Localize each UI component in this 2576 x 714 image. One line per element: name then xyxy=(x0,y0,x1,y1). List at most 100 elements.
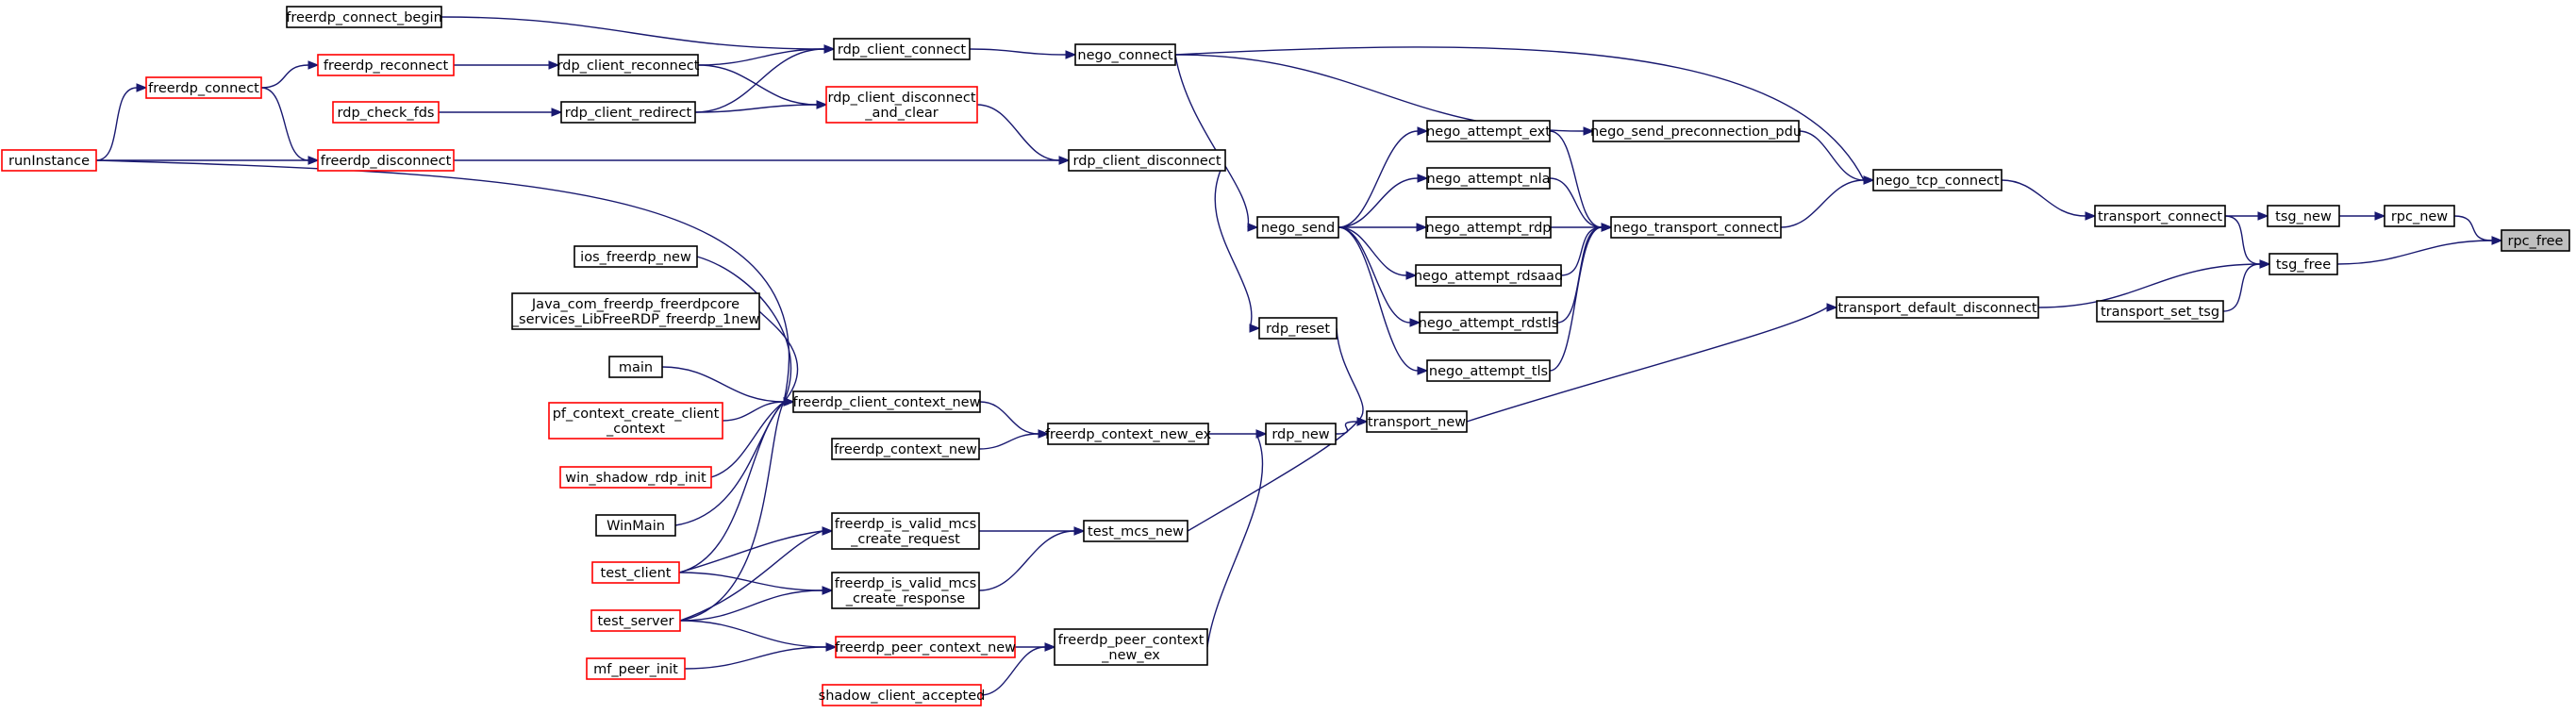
function-node-rdp-client-disconnect-and-clear[interactable]: rdp_client_disconnect_and_clear xyxy=(825,86,978,124)
function-node-nego-attempt-rdsaad[interactable]: nego_attempt_rdsaad xyxy=(1414,264,1563,287)
node-box xyxy=(557,54,699,76)
node-box xyxy=(145,76,262,99)
function-node-pf-context-create-client-context[interactable]: pf_context_create_client_context xyxy=(548,402,723,440)
edge-line xyxy=(969,48,1067,56)
function-node-nego-attempt-rdp[interactable]: nego_attempt_rdp xyxy=(1425,216,1552,239)
edge-line xyxy=(1549,177,1603,228)
node-label: nego_tcp_connect xyxy=(1875,174,2000,189)
edge-line xyxy=(2453,215,2493,241)
node-box xyxy=(1415,264,1562,287)
node-label: nego_attempt_rdsaad xyxy=(1414,269,1563,284)
edge-line xyxy=(980,646,1046,696)
node-label: nego_send xyxy=(1261,221,1335,236)
edge-line xyxy=(1780,179,1865,228)
node-label: nego_attempt_nla xyxy=(1427,172,1551,187)
call-edge-freerdp_connect-to-freerdp_disconnect xyxy=(260,87,320,165)
function-node-nego-send[interactable]: nego_send xyxy=(1256,216,1339,239)
node-label: main xyxy=(619,360,653,375)
function-node-transport-connect[interactable]: transport_connect xyxy=(2094,205,2226,227)
call-edge-nego_send-to-nego_attempt_tls xyxy=(1338,226,1429,375)
node-box xyxy=(822,684,982,706)
function-node-freerdp-connect[interactable]: freerdp_connect xyxy=(145,76,262,99)
function-node-freerdp-is-valid-mcs-create-request[interactable]: freerdp_is_valid_mcs_create_request xyxy=(831,512,980,550)
node-label: shadow_client_accepted xyxy=(819,689,986,704)
function-node-freerdp-context-new-ex[interactable]: freerdp_context_new_ex xyxy=(1045,423,1212,445)
node-box xyxy=(559,466,712,489)
function-node-tsg-free[interactable]: tsg_free xyxy=(2269,253,2338,275)
node-label: nego_attempt_ext xyxy=(1426,125,1551,140)
function-node-main[interactable]: main xyxy=(608,356,663,378)
edge-arrowhead xyxy=(1416,223,1428,232)
function-node-freerdp-is-valid-mcs-create-response[interactable]: freerdp_is_valid_mcs_create_response xyxy=(831,572,980,609)
edge-line xyxy=(1174,54,1250,228)
function-node-transport-set-tsg[interactable]: transport_set_tsg xyxy=(2096,300,2224,323)
node-label: transport_new xyxy=(1368,415,1466,430)
call-edge-runInstance-to-freerdp_client_context_new xyxy=(95,159,795,407)
node-label: rpc_new xyxy=(2391,209,2448,224)
function-node-rdp-check-fds[interactable]: rdp_check_fds xyxy=(332,101,440,124)
edge-arrowhead xyxy=(307,60,320,70)
edge-line xyxy=(2224,215,2261,265)
function-node-runinstance[interactable]: runInstance xyxy=(1,149,97,172)
call-edge-runInstance-to-freerdp_connect xyxy=(95,83,148,161)
function-node-test-server[interactable]: test_server xyxy=(590,609,681,632)
node-label: runInstance xyxy=(8,154,90,169)
function-node-rpc-free[interactable]: rpc_free xyxy=(2501,229,2570,252)
call-edge-rdp_reset-to-transport_new xyxy=(1336,327,1369,426)
function-node-nego-transport-connect[interactable]: nego_transport_connect xyxy=(1610,216,1782,239)
call-edge-freerdp_disconnect-to-rdp_client_disconnect xyxy=(454,156,1071,165)
function-node-freerdp-reconnect[interactable]: freerdp_reconnect xyxy=(317,54,455,76)
function-node-rdp-client-reconnect[interactable]: rdp_client_reconnect xyxy=(557,54,700,76)
edge-arrowhead xyxy=(551,108,563,117)
node-label: _create_request xyxy=(850,532,960,547)
call-edge-main-to-freerdp_client_context_new xyxy=(661,366,795,407)
function-node-nego-attempt-nla[interactable]: nego_attempt_nla xyxy=(1426,167,1551,190)
node-box xyxy=(1426,359,1551,382)
node-label: _and_clear xyxy=(864,106,939,121)
function-node-java-freerdp-new[interactable]: Java_com_freerdp_freerdpcore_services_Li… xyxy=(511,292,760,330)
function-node-freerdp-peer-context-new-ex[interactable]: freerdp_peer_context_new_ex xyxy=(1054,628,1208,666)
function-node-mf-peer-init[interactable]: mf_peer_init xyxy=(586,657,686,680)
function-node-rdp-reset[interactable]: rdp_reset xyxy=(1258,317,1338,340)
function-node-win-shadow-rdp-init[interactable]: win_shadow_rdp_init xyxy=(559,466,712,489)
function-node-freerdp-context-new[interactable]: freerdp_context_new xyxy=(831,438,980,460)
function-node-freerdp-client-context-new[interactable]: freerdp_client_context_new xyxy=(792,390,981,413)
function-node-nego-send-preconnection-pdu[interactable]: nego_send_preconnection_pdu xyxy=(1590,120,1802,142)
function-node-rdp-client-redirect[interactable]: rdp_client_redirect xyxy=(560,101,696,124)
call-edge-nego_transport_connect-to-nego_tcp_connect xyxy=(1780,175,1875,228)
node-label: _services_LibFreeRDP_freerdp_1new xyxy=(511,312,760,327)
edge-line xyxy=(679,530,823,622)
function-node-rdp-new[interactable]: rdp_new xyxy=(1265,423,1337,445)
function-node-freerdp-disconnect[interactable]: freerdp_disconnect xyxy=(317,149,455,172)
call-edge-nego_connect-to-nego_tcp_connect xyxy=(1174,46,1875,185)
edge-line xyxy=(1174,46,1865,181)
function-node-nego-attempt-rdstls[interactable]: nego_attempt_rdstls xyxy=(1419,311,1559,334)
function-node-rpc-new[interactable]: rpc_new xyxy=(2384,205,2455,227)
node-label: freerdp_peer_context_new xyxy=(835,640,1016,656)
function-node-nego-connect[interactable]: nego_connect xyxy=(1074,43,1176,66)
function-node-rdp-client-connect[interactable]: rdp_client_connect xyxy=(833,38,971,60)
node-label: test_mcs_new xyxy=(1088,524,1184,540)
function-node-freerdp-peer-context-new[interactable]: freerdp_peer_context_new xyxy=(835,636,1016,658)
function-node-test-mcs-new[interactable]: test_mcs_new xyxy=(1083,520,1188,542)
node-box xyxy=(317,149,455,172)
node-box xyxy=(1074,43,1176,66)
function-node-transport-new[interactable]: transport_new xyxy=(1366,410,1468,433)
edge-line xyxy=(1338,130,1419,228)
function-node-nego-attempt-tls[interactable]: nego_attempt_tls xyxy=(1426,359,1551,382)
function-node-ios-freerdp-new[interactable]: ios_freerdp_new xyxy=(573,245,698,268)
function-node-transport-default-disconnect[interactable]: transport_default_disconnect xyxy=(1836,296,2039,319)
node-box xyxy=(1,149,97,172)
function-node-nego-attempt-ext[interactable]: nego_attempt_ext xyxy=(1426,120,1551,142)
function-node-rdp-client-disconnect[interactable]: rdp_client_disconnect xyxy=(1068,149,1226,172)
function-node-shadow-client-accepted[interactable]: shadow_client_accepted xyxy=(819,684,986,706)
edge-arrowhead xyxy=(1583,126,1595,136)
node-label: mf_peer_init xyxy=(593,662,678,677)
function-node-nego-tcp-connect[interactable]: nego_tcp_connect xyxy=(1872,169,2003,191)
function-node-tsg-new[interactable]: tsg_new xyxy=(2267,205,2340,227)
function-node-freerdp-connect-begin[interactable]: freerdp_connect_begin xyxy=(286,6,442,28)
function-node-test-client[interactable]: test_client xyxy=(591,561,680,584)
function-node-winmain[interactable]: WinMain xyxy=(595,514,676,537)
edge-line xyxy=(978,530,1075,591)
